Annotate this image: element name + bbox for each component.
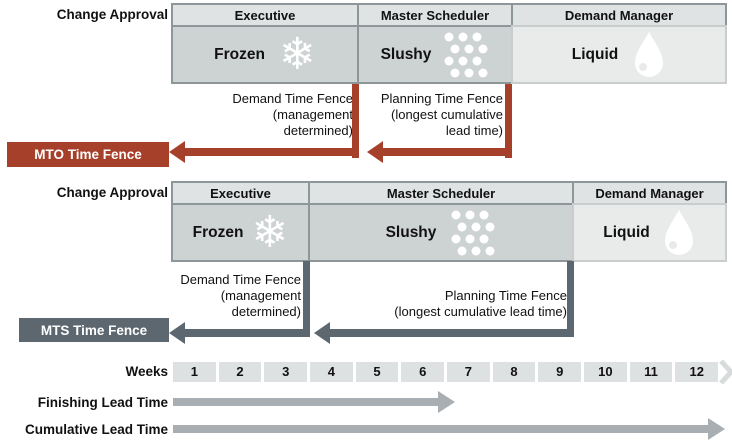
mts-demand-fence-arrow-shaft: [184, 329, 308, 337]
week-cell: 1: [173, 362, 216, 382]
week-cell: 11: [629, 362, 673, 382]
droplet-icon: [635, 31, 664, 77]
mts-header-demand-manager: Demand Manager: [572, 181, 727, 205]
week-cell: 12: [675, 362, 719, 382]
mto-planning-fence-arrow-shaft: [382, 148, 508, 156]
mts-frozen-cell: Frozen ❄: [171, 203, 310, 262]
slush-dots-icon: [444, 32, 488, 77]
mts-planning-fence-annotation: Planning Time Fence (longest cumulative …: [394, 288, 567, 320]
mts-time-fence-badge: MTS Time Fence: [19, 318, 169, 342]
week-cell: 9: [538, 362, 582, 382]
mto-planning-fence-annotation: Planning Time Fence (longest cumulative …: [380, 91, 503, 139]
week-cell: 7: [447, 362, 490, 382]
mto-header-executive: Executive: [171, 3, 359, 27]
mts-planning-fence-arrow-vertical: [567, 261, 574, 337]
droplet-icon: [664, 209, 693, 255]
mto-frozen-label: Frozen: [214, 45, 265, 63]
week-cell: 2: [218, 362, 262, 382]
week-cell: 4: [310, 362, 353, 382]
mto-demand-fence-arrow-vertical: [352, 84, 359, 158]
mts-header-master-scheduler: Master Scheduler: [308, 181, 574, 205]
week-cell: 8: [492, 362, 536, 382]
mts-demand-fence-arrowhead: [169, 322, 185, 344]
weeks-row: 1 2 3 4 5 6 7 8 9 10 11 12: [173, 362, 719, 382]
snowflake-icon: ❄: [251, 206, 289, 258]
slush-dots-icon: [451, 210, 495, 255]
mto-planning-fence-arrowhead: [367, 141, 383, 163]
mto-slushy-cell: Slushy: [357, 25, 513, 84]
week-cell: 5: [355, 362, 399, 382]
mts-header-executive: Executive: [171, 181, 310, 205]
mts-liquid-label: Liquid: [603, 223, 650, 241]
mto-demand-fence-annotation: Demand Time Fence (management determined…: [232, 91, 353, 139]
finishing-lead-time-label: Finishing Lead Time: [37, 395, 168, 410]
mts-planning-fence-arrow-shaft: [329, 329, 570, 337]
mto-change-approval-label: Change Approval: [56, 7, 168, 22]
mto-slushy-label: Slushy: [380, 45, 432, 63]
mto-demand-fence-arrowhead: [169, 141, 185, 163]
week-cell: 6: [401, 362, 445, 382]
mts-demand-fence-annotation: Demand Time Fence (management determined…: [180, 272, 301, 320]
mts-planning-fence-arrowhead: [314, 322, 330, 344]
cumulative-lead-time-bar: [173, 425, 709, 433]
mto-liquid-label: Liquid: [571, 45, 619, 63]
mts-slushy-label: Slushy: [385, 223, 437, 241]
cumulative-lead-time-label: Cumulative Lead Time: [24, 422, 168, 437]
cumulative-lead-time-arrowhead: [708, 418, 725, 440]
mto-liquid-cell: Liquid: [511, 25, 727, 84]
mto-frozen-cell: Frozen ❄: [171, 25, 359, 84]
weeks-continue-arrow-icon: [719, 359, 732, 385]
mto-demand-fence-arrow-shaft: [184, 148, 354, 156]
mts-slushy-cell: Slushy: [308, 203, 574, 262]
week-cell: 10: [584, 362, 627, 382]
mts-liquid-cell: Liquid: [572, 203, 727, 262]
mts-change-approval-label: Change Approval: [56, 185, 168, 200]
mto-header-demand-manager: Demand Manager: [511, 3, 727, 27]
week-cell: 3: [264, 362, 308, 382]
mto-header-master-scheduler: Master Scheduler: [357, 3, 513, 27]
weeks-label: Weeks: [125, 364, 168, 379]
mts-frozen-label: Frozen: [192, 223, 244, 241]
mto-time-fence-badge: MTO Time Fence: [7, 142, 169, 167]
snowflake-icon: ❄: [278, 28, 316, 80]
mts-demand-fence-arrow-vertical: [303, 261, 310, 337]
finishing-lead-time-arrowhead: [438, 391, 455, 413]
mto-planning-fence-arrow-vertical: [505, 84, 512, 158]
finishing-lead-time-bar: [173, 398, 439, 406]
